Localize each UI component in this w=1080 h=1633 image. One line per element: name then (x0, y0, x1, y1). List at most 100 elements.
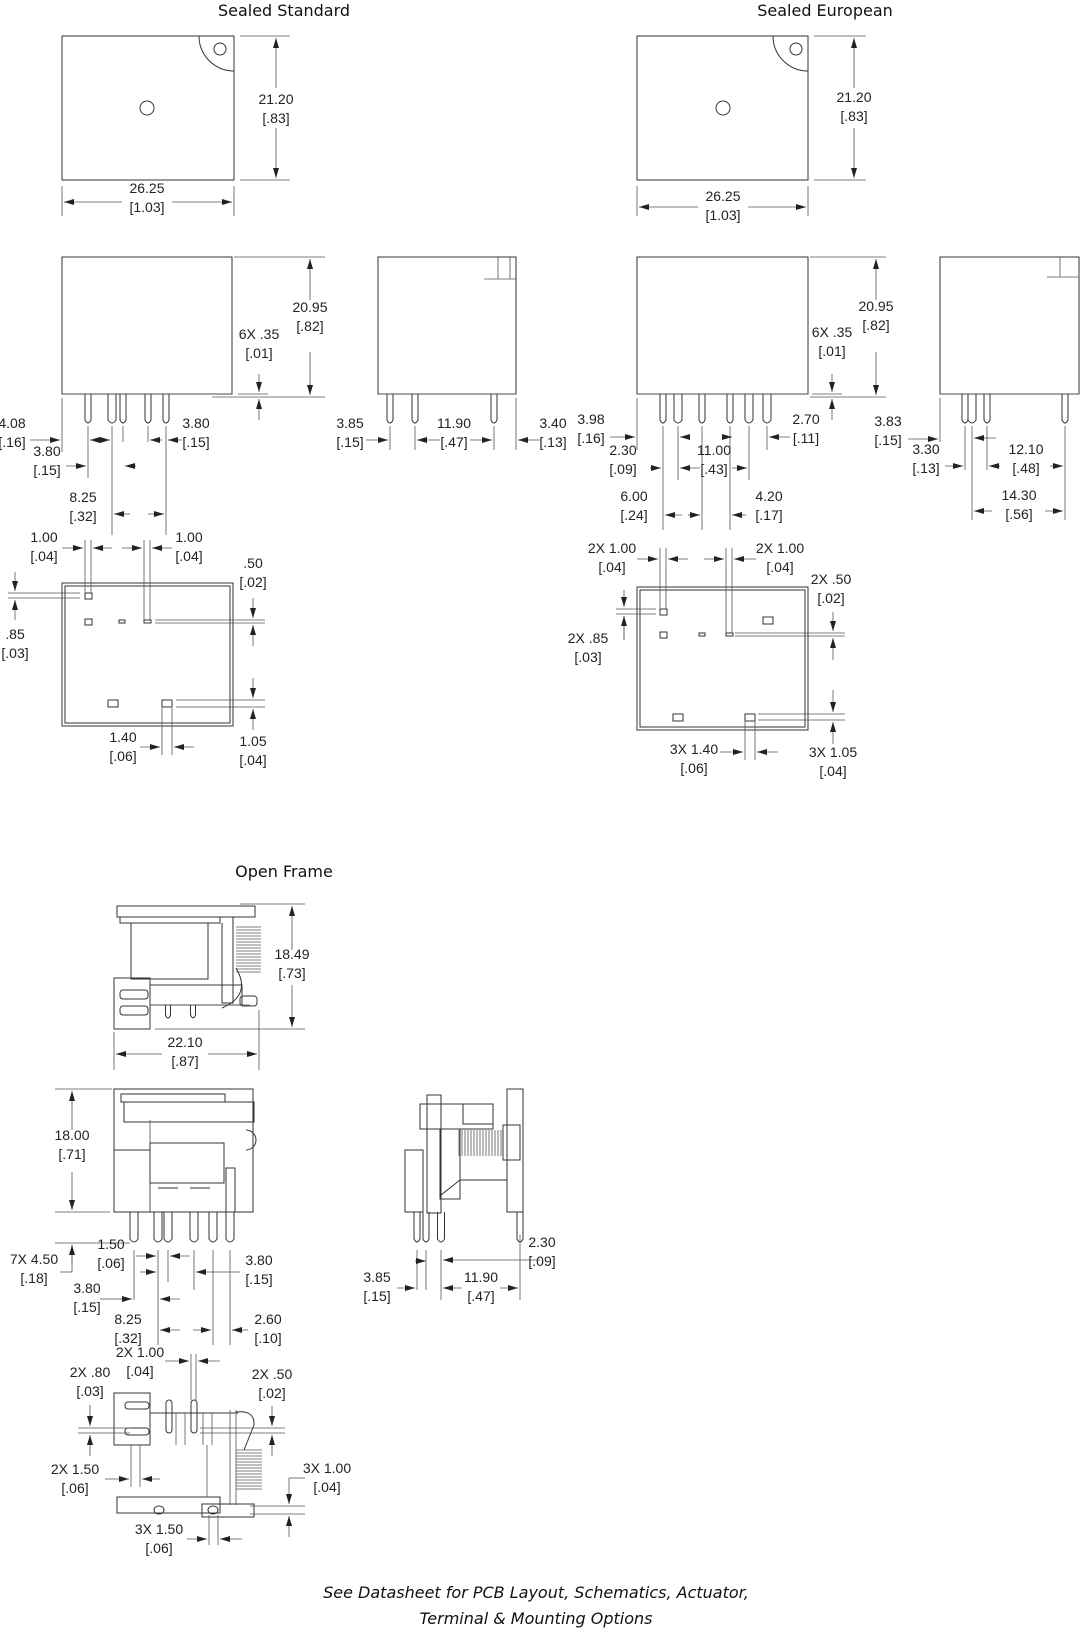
frame (506, 1088, 524, 1213)
dimension-label: 2X .80 [.03] (70, 1364, 111, 1399)
base-block (113, 977, 151, 1030)
slot (124, 1401, 150, 1410)
mounting-hole (153, 1505, 165, 1515)
lead-wire (235, 1411, 255, 1451)
relay-cover (636, 256, 809, 395)
dimension-label: .50[.02] (239, 555, 266, 590)
connector (119, 1005, 149, 1016)
terminal-post (225, 1167, 236, 1213)
dimension-mm: 3X 1.00 (303, 1460, 351, 1476)
dimension-inch: [.09] (609, 461, 636, 477)
dimension-mm: 11.90 (464, 1269, 498, 1285)
base-block (404, 1149, 424, 1213)
pin-pad (161, 699, 173, 708)
dimension-inch: [.15] (245, 1271, 272, 1287)
dimension-inch: [.04] (30, 548, 57, 564)
dimension-label: 2X 1.00[.04] (756, 540, 804, 575)
terminal-pin (189, 1212, 199, 1243)
coil-bobbin (149, 1142, 225, 1184)
top-plate (116, 905, 256, 918)
dimension-mm: 2X .80 (70, 1364, 111, 1380)
dimension-inch: [.87] (171, 1053, 198, 1069)
dimension-inch: [.04] (313, 1479, 340, 1495)
dimension-mm: 12.10 (1008, 441, 1043, 457)
pin-pad (107, 699, 119, 708)
relay-base (61, 582, 234, 727)
dimension-label: 18.49[.73] (274, 946, 309, 981)
terminal-pin (190, 1005, 196, 1019)
terminal-pin (208, 1212, 218, 1243)
armature (462, 1103, 494, 1125)
dimension-mm: 8.25 (114, 1311, 141, 1327)
dimension-label: 22.10 [.87] (167, 1034, 202, 1069)
dimension-mm: 3.85 (363, 1269, 390, 1285)
dimension-label: 3.40[.13] (539, 415, 566, 450)
terminal-pin (190, 1399, 198, 1434)
dimension-inch: [.11] (793, 430, 819, 446)
dimension-label: 2.30[.09] (528, 1234, 555, 1269)
dimension-mm: 2X .85 (568, 630, 609, 646)
dimension-mm: 18.00 (54, 1127, 89, 1143)
section-title-sealed-standard: Sealed Standard (218, 1, 350, 20)
dimension-mm: 3.80 (245, 1252, 272, 1268)
dimension-inch: [.43] (700, 461, 727, 477)
dimension-inch: [.04] (126, 1363, 153, 1379)
dimension-inch: [.03] (1, 645, 28, 661)
dimension-label: 3X 1.05[.04] (809, 744, 857, 779)
dimension-inch: [.82] (862, 317, 889, 333)
dimension-mm: 22.10 (167, 1034, 202, 1050)
terminal-pin (165, 1005, 171, 1019)
dimension-inch: [.47] (440, 434, 467, 450)
dimension-inch: [.13] (912, 460, 939, 476)
hole (789, 42, 803, 56)
dimension-label: 4.20[.17] (755, 488, 782, 523)
dimension-mm: 26.25 (705, 188, 740, 204)
dimension-inch: [.48] (1012, 460, 1039, 476)
dimension-label: 7X 4.50[.18] (10, 1251, 58, 1286)
dimension-mm: 2X 1.00 (588, 540, 636, 556)
dimension-label: 14.30[.56] (1001, 487, 1036, 522)
dimension-label: 2.70[.11] (792, 411, 819, 446)
dimension-inch: [.15] (182, 434, 209, 450)
dimension-inch: [.15] (73, 1299, 100, 1315)
pin-pad (659, 608, 668, 616)
actuator (502, 1124, 521, 1161)
open-frame-bottom-view (78, 1354, 305, 1545)
footnote-line-2: Terminal & Mounting Options (420, 1609, 653, 1628)
dimension-inch: [.73] (278, 965, 305, 981)
dimension-mm: 2X 1.00 (116, 1344, 164, 1360)
dimension-inch: [.06] (109, 748, 136, 764)
terminal-pin (225, 1212, 235, 1243)
dimension-label: 2X 1.00[.04] (588, 540, 636, 575)
dimension-inch: [.15] (874, 432, 901, 448)
dimension-label: 3.80 [.15] (73, 1280, 100, 1315)
slot (124, 1427, 150, 1436)
dimension-mm: 2X .50 (811, 571, 852, 587)
terminal-pin (490, 394, 498, 424)
hole (139, 100, 155, 116)
frame (426, 1094, 442, 1214)
connector (119, 989, 149, 1000)
open-frame-top-view (113, 903, 305, 1070)
dimension-label: 3.98[.16] (577, 411, 604, 446)
dimension-label: 20.95[.82] (858, 298, 893, 333)
pin-pad (143, 619, 152, 624)
dimension-inch: [.15] (33, 462, 60, 478)
sealed-standard-top-view (61, 35, 290, 216)
dimension-mm: 3.80 (73, 1280, 100, 1296)
actuator (245, 1129, 257, 1151)
pin-pad (84, 592, 93, 600)
dimension-label: 1.05[.04] (239, 733, 266, 768)
sealed-standard-front-view (30, 256, 325, 535)
terminal-pin (411, 394, 419, 424)
terminal-pin (983, 394, 991, 424)
dimension-inch: [.03] (76, 1383, 103, 1399)
dimension-mm: 3X 1.50 (135, 1521, 183, 1537)
base-block (113, 1392, 151, 1446)
dimension-inch: [.82] (296, 318, 323, 334)
terminal-pin (422, 1212, 430, 1243)
dimension-inch: [.10] (254, 1330, 281, 1346)
dimension-inch: [.17] (755, 507, 782, 523)
dimension-inch: [.18] (20, 1270, 47, 1286)
